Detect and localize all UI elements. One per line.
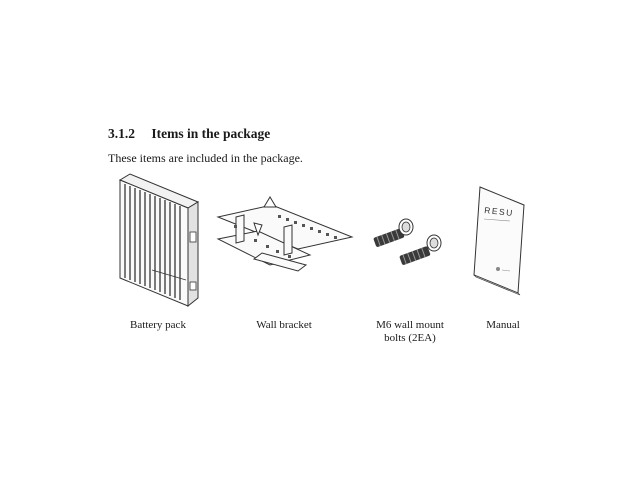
section-heading: 3.1.2 Items in the package: [108, 126, 270, 142]
battery-pack-icon: [118, 173, 200, 308]
caption-manual: Manual: [486, 319, 520, 331]
caption-wall-bracket: Wall bracket: [256, 319, 312, 331]
intro-text: These items are included in the package.: [108, 151, 303, 165]
bolts-icon: [373, 218, 442, 265]
manual-cover-text: RESU: [484, 205, 515, 218]
caption-battery-pack: Battery pack: [130, 319, 186, 331]
manual-icon: RESU: [473, 186, 525, 296]
section-number: 3.1.2: [108, 126, 135, 141]
wall-bracket-icon: [216, 196, 354, 272]
caption-bolts: M6 wall mount bolts (2EA): [376, 319, 444, 344]
section-title: Items in the package: [151, 126, 271, 141]
